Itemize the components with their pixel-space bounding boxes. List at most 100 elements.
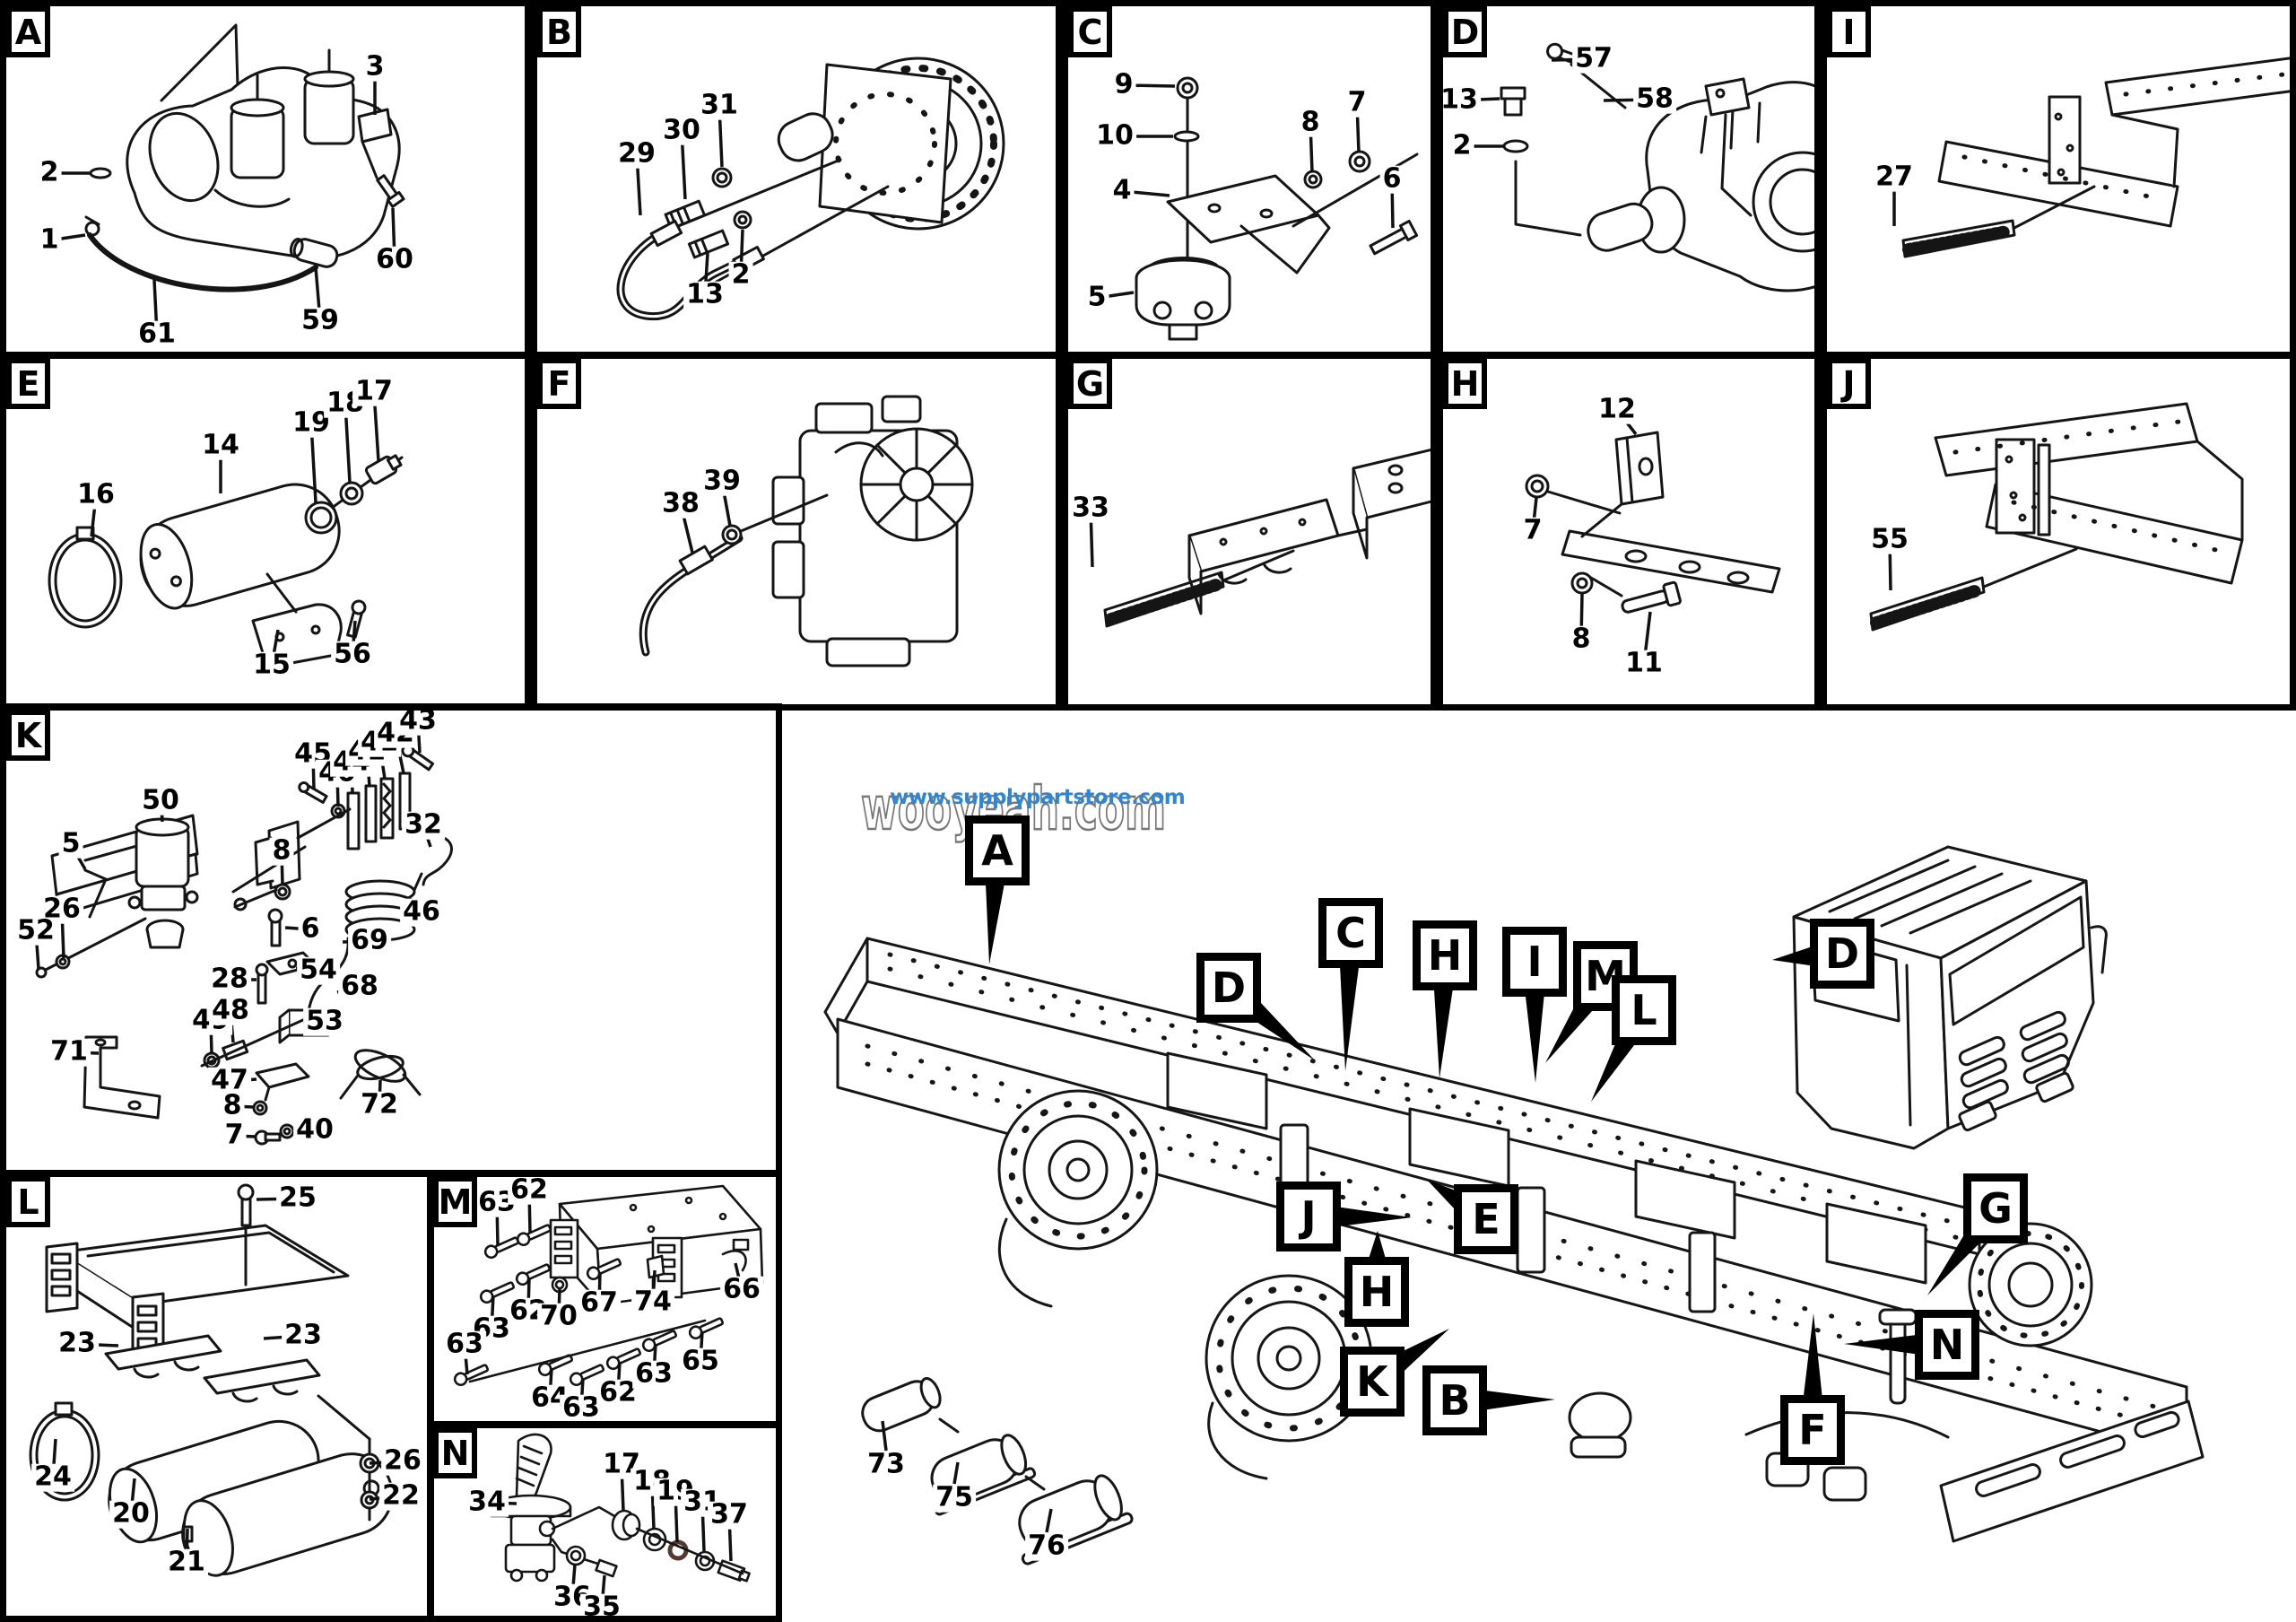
panel-J: J 55 — [1821, 352, 2296, 711]
location-marker-D: D — [1810, 919, 1874, 989]
part-number-2: 2 — [728, 261, 753, 290]
panel-K-letter: K — [6, 710, 50, 761]
part-number-60: 60 — [373, 246, 416, 275]
panel-L-letter: L — [6, 1176, 50, 1227]
part-number-23: 23 — [56, 1330, 99, 1358]
part-number-55: 55 — [1868, 526, 1911, 554]
panel-G: G 33 — [1062, 352, 1437, 711]
part-number-15: 15 — [250, 651, 293, 680]
part-number-31: 31 — [698, 92, 741, 120]
location-marker-H: H — [1344, 1257, 1409, 1327]
part-number-8: 8 — [220, 1092, 245, 1121]
part-number-12: 12 — [1596, 396, 1639, 424]
part-number-40: 40 — [293, 1116, 336, 1145]
part-number-8: 8 — [1569, 625, 1594, 654]
part-number-37: 37 — [708, 1501, 751, 1530]
location-marker-B: B — [1422, 1365, 1487, 1435]
part-number-17: 17 — [352, 378, 396, 406]
part-number-59: 59 — [299, 307, 342, 336]
part-number-2: 2 — [1449, 132, 1474, 161]
part-number-56: 56 — [331, 641, 374, 669]
panel-J-letter: J — [1827, 358, 1871, 409]
part-number-28: 28 — [208, 965, 251, 994]
panel-F-illustration-engine-hose — [639, 395, 974, 667]
part-number-11: 11 — [1622, 650, 1665, 678]
watermark-link-text: www.supplypartstore.com — [890, 786, 1186, 809]
part-number-63: 63 — [443, 1330, 486, 1359]
panel-M-illustration-ecu-box — [453, 1184, 764, 1387]
part-number-66: 66 — [720, 1276, 763, 1304]
part-number-3: 3 — [362, 53, 387, 82]
panel-D-illustration-axle-housing — [1500, 42, 1821, 292]
part-number-68: 68 — [338, 972, 381, 1001]
part-number-9: 9 — [1111, 71, 1136, 100]
part-number-73: 73 — [865, 1451, 908, 1479]
panel-N: N 3 — [427, 1421, 782, 1622]
part-number-62: 62 — [508, 1176, 551, 1205]
part-number-25: 25 — [276, 1184, 319, 1213]
panel-N-letter: N — [433, 1427, 477, 1478]
part-number-14: 14 — [199, 432, 242, 460]
part-number-1: 1 — [37, 226, 62, 255]
location-marker-F: F — [1780, 1395, 1845, 1465]
panel-I-letter: I — [1827, 6, 1871, 57]
part-number-71: 71 — [48, 1038, 91, 1067]
panel-G-illustration-brackets — [1103, 447, 1437, 628]
part-number-30: 30 — [660, 117, 703, 145]
panel-M-letter: M — [433, 1176, 477, 1227]
panel-H: H 12 7 8 11 — [1437, 352, 1821, 711]
part-number-50: 50 — [139, 787, 182, 815]
location-marker-D: D — [1196, 953, 1261, 1023]
part-number-43: 43 — [396, 707, 439, 736]
part-number-63: 63 — [632, 1360, 675, 1389]
location-marker-A: A — [965, 815, 1030, 885]
part-number-10: 10 — [1093, 122, 1136, 151]
panel-A: A — [0, 0, 531, 359]
panel-B-illustration-hub-hose — [616, 57, 1005, 321]
location-marker-J: J — [1276, 1182, 1341, 1251]
panel-D-letter: D — [1443, 6, 1487, 57]
part-number-4: 4 — [1109, 177, 1135, 205]
panel-I: I 27 — [1821, 0, 2296, 359]
part-number-61: 61 — [135, 320, 178, 349]
location-marker-L: L — [1612, 975, 1676, 1045]
panel-F-letter: F — [537, 358, 581, 409]
part-number-76: 76 — [1025, 1532, 1068, 1561]
part-number-74: 74 — [631, 1288, 674, 1317]
part-number-21: 21 — [165, 1548, 208, 1577]
part-number-35: 35 — [580, 1593, 623, 1622]
part-number-52: 52 — [14, 917, 57, 946]
panel-L-illustration-tank-mounting — [29, 1183, 394, 1577]
part-number-75: 75 — [933, 1484, 976, 1513]
part-number-67: 67 — [578, 1289, 621, 1318]
part-number-5: 5 — [58, 830, 83, 859]
part-number-46: 46 — [400, 898, 443, 927]
part-number-39: 39 — [700, 467, 744, 496]
part-number-6: 6 — [1379, 165, 1405, 194]
panel-E-letter: E — [6, 358, 50, 409]
part-number-57: 57 — [1572, 45, 1615, 74]
part-number-20: 20 — [109, 1500, 152, 1529]
panel-C-illustration-relay-valve — [1135, 76, 1419, 341]
part-number-7: 7 — [1520, 517, 1545, 545]
panel-L: L — [0, 1170, 434, 1622]
panel-H-letter: H — [1443, 358, 1487, 409]
panel-C-letter: C — [1068, 6, 1112, 57]
panel-A-illustration-air-dryer-assembly — [84, 23, 405, 292]
part-number-13: 13 — [683, 281, 726, 310]
panel-H-illustration-angle-bracket — [1525, 431, 1781, 614]
part-number-6: 6 — [298, 915, 323, 944]
part-number-2: 2 — [37, 159, 62, 187]
part-number-69: 69 — [348, 927, 391, 955]
part-number-24: 24 — [31, 1463, 74, 1492]
panel-B-letter: B — [537, 6, 581, 57]
part-number-8: 8 — [1298, 109, 1323, 137]
panel-K: K — [0, 703, 782, 1177]
